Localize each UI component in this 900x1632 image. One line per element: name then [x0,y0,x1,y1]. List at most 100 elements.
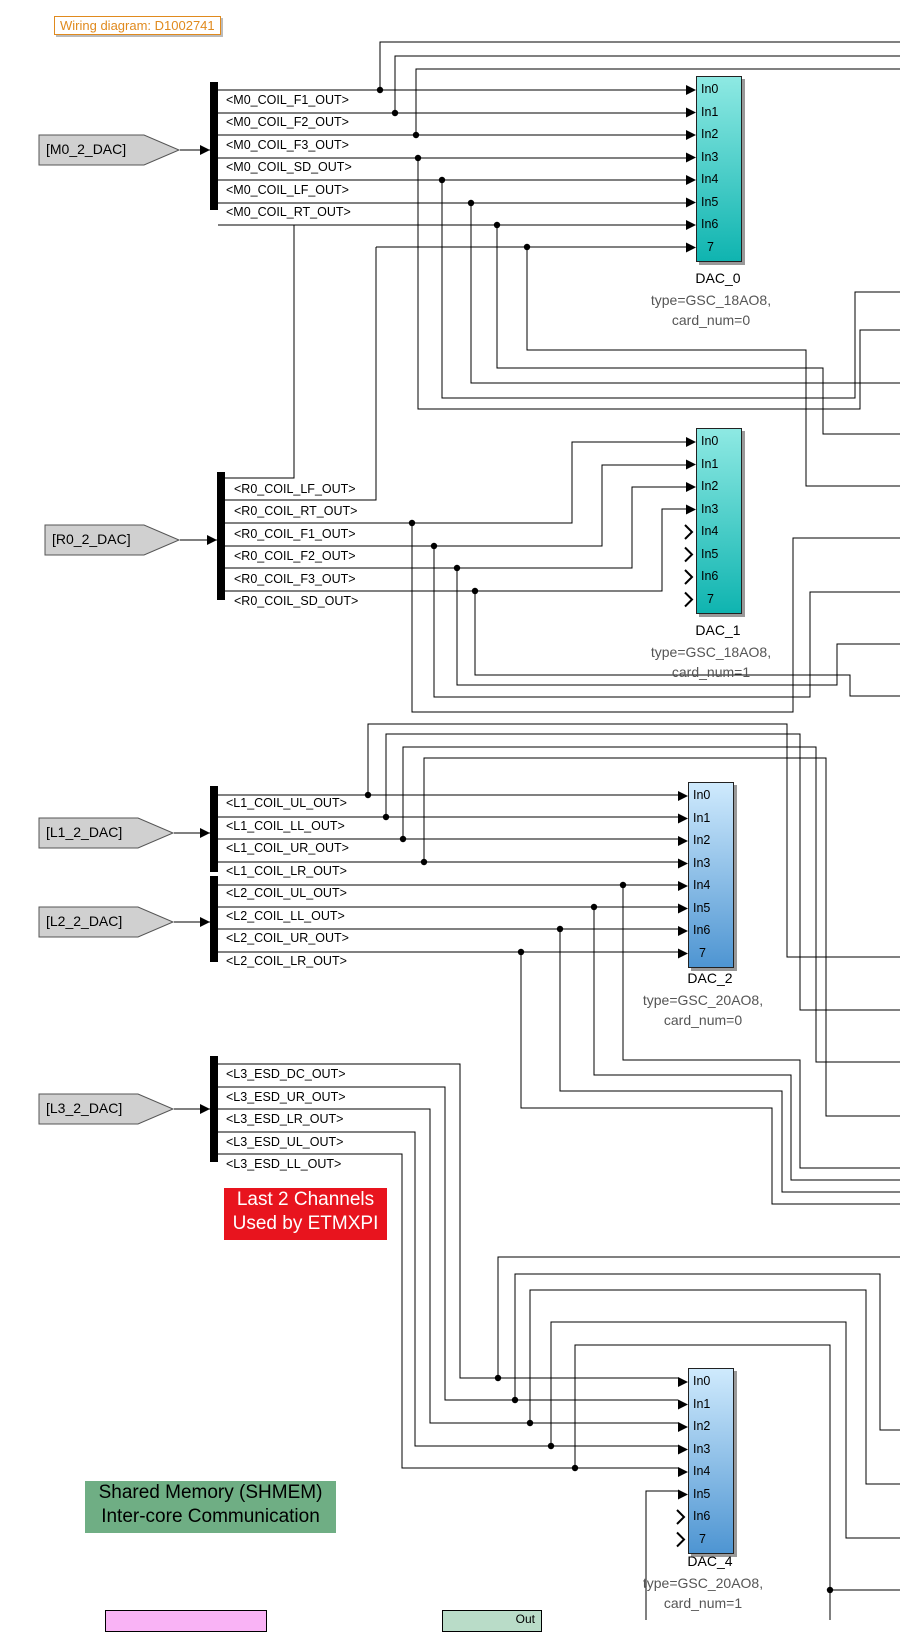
dac-port-7: 7 [707,239,714,254]
junction-dot [494,1374,502,1382]
wire [367,723,900,958]
signal-label-l1: <L1_COIL_UL_OUT> [226,796,347,810]
wire [402,746,900,1063]
dac-port-7: 7 [699,945,706,960]
dac-type: type=GSC_20AO8, [642,1575,764,1591]
junction-dot [453,564,461,572]
arrowhead [686,242,696,253]
signal-label-l2: <L2_COIL_UL_OUT> [226,886,347,900]
pink-block[interactable] [105,1610,267,1632]
signal-label-m0: <M0_COIL_LF_OUT> [226,182,349,197]
goto-tag-r0[interactable]: [R0_2_DAC] [44,524,180,556]
bus-selector-r0[interactable] [217,472,225,600]
bus-selector-l3[interactable] [210,1056,218,1162]
junction-dot [376,86,384,94]
wire [218,1063,678,1379]
arrowhead [686,107,696,118]
unconnected-port-mark [684,524,694,540]
dac-port-1: In1 [693,1396,711,1411]
wire [225,464,686,547]
goto-tag-label: [L1_2_DAC] [46,824,123,840]
junction-dot [526,1419,534,1427]
bus-selector-l1[interactable] [210,786,218,872]
junction-dot [826,1586,834,1594]
dac-port-5: In5 [693,900,711,915]
wire [225,486,686,569]
dac-port-2: In2 [701,127,719,141]
arrowhead [678,948,688,959]
arrowhead [678,1467,688,1477]
signal-label-r0: <R0_COIL_F2_OUT> [234,549,356,564]
wire [550,1321,900,1539]
arrowhead [678,836,688,846]
dac-port-4: In4 [701,172,719,186]
junction-dot [590,903,598,911]
dac-name: DAC_4 [687,1553,733,1569]
goto-tag-m0[interactable]: [M0_2_DAC] [38,134,180,166]
wire [225,508,686,592]
signal-label-m0: <M0_COIL_SD_OUT> [226,160,352,175]
arrowhead [678,813,688,824]
wire [645,1490,678,1620]
wire [218,225,295,479]
wire [218,1131,678,1447]
wire [526,247,900,487]
bus-selector-m0[interactable] [210,82,218,210]
dac-port-4: In4 [693,878,711,892]
dac-port-5: In5 [693,1486,711,1501]
signal-label-l2: <L2_COIL_LR_OUT> [226,953,347,968]
dac-port-0: In0 [693,1374,711,1388]
arrowhead [686,437,696,447]
note-etmxpi-channels: Last 2 Channels Used by ETMXPI [224,1188,387,1240]
wire [433,546,900,698]
unconnected-port-mark [676,1509,686,1525]
out-block[interactable]: Out [442,1610,542,1632]
dac-port-7: 7 [707,591,714,606]
arrowhead [686,197,696,208]
dac-type: type=GSC_18AO8, [650,292,772,308]
junction-dot [438,176,446,184]
goto-tag-label: [M0_2_DAC] [46,141,127,157]
dac-port-5: In5 [701,194,719,209]
signal-label-m0: <M0_COIL_F1_OUT> [226,93,349,107]
arrowhead [678,926,688,936]
bus-input-arrow [200,828,210,838]
arrowhead [686,220,696,230]
bus-selector-l2[interactable] [210,876,218,962]
wire [497,1256,900,1378]
junction-dot [414,154,422,162]
dac-port-1: In1 [693,810,711,825]
dac-card-num: card_num=1 [663,1595,743,1611]
dac-card-num: card_num=0 [671,312,751,328]
dac-port-4: In4 [701,524,719,538]
junction-dot [382,813,390,821]
wire [622,885,900,1169]
unconnected-port-mark [684,591,694,608]
junction-dot [523,243,531,251]
bus-input-arrow [200,917,210,927]
junction-dot [467,199,475,207]
goto-tag-l2[interactable]: [L2_2_DAC] [38,906,174,938]
dac-port-6: In6 [693,923,711,937]
goto-tag-l1[interactable]: [L1_2_DAC] [38,817,174,849]
junction-dot [391,109,399,117]
signal-label-r0: <R0_COIL_LF_OUT> [234,482,356,496]
goto-tag-l3[interactable]: [L3_2_DAC] [38,1093,174,1125]
junction-dot [412,131,420,139]
signal-label-r0: <R0_COIL_F3_OUT> [234,571,356,586]
arrowhead [678,791,688,801]
unconnected-port-mark [684,569,694,585]
signal-label-m0: <M0_COIL_RT_OUT> [226,205,351,219]
wire [218,1086,678,1401]
signal-label-r0: <R0_COIL_RT_OUT> [234,504,358,519]
wire [456,568,900,686]
dac-port-3: In3 [701,501,719,516]
signal-label-l3: <L3_ESD_UL_OUT> [226,1134,344,1149]
signal-label-l2: <L2_COIL_LL_OUT> [226,908,345,923]
signal-label-l1: <L1_COIL_UR_OUT> [226,841,349,855]
